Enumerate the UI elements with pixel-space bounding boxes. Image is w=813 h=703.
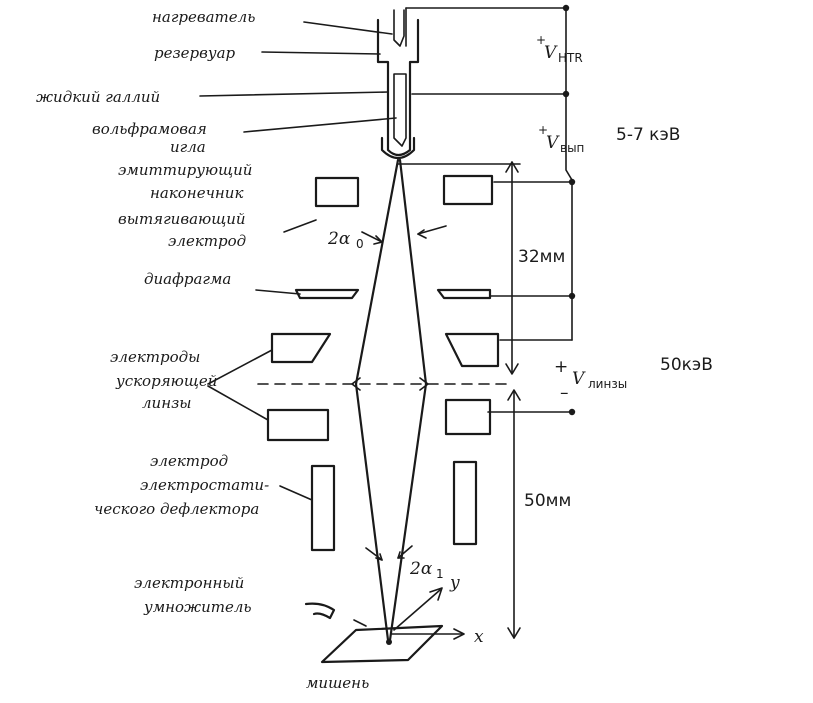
label-reservoir: резервуар (154, 44, 236, 62)
v-ext-symbol: V (546, 133, 560, 153)
label-heater: нагреватель (152, 8, 255, 26)
deflector-electrode-right (452, 460, 478, 546)
leader-heater (303, 21, 393, 35)
leader-reservoir (261, 51, 381, 55)
v-htr-subscript: HTR (558, 51, 583, 65)
label-emitter-tip-1: эмиттирующий (118, 161, 252, 179)
reservoir-bottom (380, 136, 416, 160)
label-tungsten-needle-1: вольфрамовая (92, 120, 207, 138)
lens-electrode-lower-right (444, 398, 492, 436)
angle-bottom-arrow-right (397, 545, 413, 559)
aperture-left (294, 288, 360, 300)
leader-lens-upper (207, 349, 273, 385)
label-extractor-1: вытягивающий (118, 210, 246, 228)
v-ext-range: 5-7 кэВ (616, 125, 680, 145)
reservoir-body (376, 18, 420, 157)
v-ext-subscript: вып (560, 141, 584, 155)
lens-electrode-lower-left (266, 408, 330, 442)
label-accel-lens-1: электроды (110, 348, 200, 366)
label-deflector-2: электростати- (140, 476, 269, 494)
angle-top-subscript: 0 (356, 237, 364, 251)
leader-gallium (199, 91, 389, 97)
leader-aperture (255, 289, 301, 295)
tungsten-needle (393, 73, 407, 147)
axis-y-arrowhead (429, 587, 443, 601)
v-lens-value: 50кэВ (660, 355, 713, 375)
deflector-electrode-left (310, 464, 336, 552)
angle-bottom-subscript: 1 (436, 567, 444, 581)
label-target: мишень (306, 674, 369, 692)
beam-lens-tick-left (351, 377, 361, 391)
angle-top-arrow-right (417, 225, 447, 235)
leader-lines (199, 21, 397, 501)
supply-rail (405, 4, 576, 416)
extractor-electrode-right (442, 174, 494, 206)
aperture-right (436, 288, 492, 300)
leader-needle (243, 117, 397, 133)
angle-top-arrow-left (361, 231, 383, 243)
label-extractor-2: электрод (168, 232, 246, 250)
v-htr-plus: + (536, 33, 546, 47)
leader-deflector (279, 485, 313, 501)
extractor-electrode-left (314, 176, 360, 208)
rail-node-needle (562, 90, 570, 98)
label-aperture: диафрагма (144, 270, 231, 288)
beam-lens-tick-right (419, 377, 429, 391)
angle-bottom-label: 2α (409, 559, 433, 579)
target-plane (320, 624, 444, 664)
heater-coil (393, 9, 405, 47)
label-multiplier-1: электронный (134, 574, 244, 592)
dim-lower-arrow-top (507, 389, 521, 401)
dim-upper-arrow-bottom (505, 363, 519, 375)
label-emitter-tip-2: наконечник (150, 184, 243, 202)
axis-y-label: y (449, 573, 460, 593)
beam-envelope-left (354, 158, 400, 642)
dim-upper-arrow-top (505, 161, 519, 173)
v-lens-symbol: V (572, 369, 586, 389)
axis-y-line (393, 589, 441, 631)
angle-bottom-arrow-left (365, 547, 383, 561)
v-lens-minus: – (560, 383, 569, 403)
leader-lens-lower (207, 385, 269, 421)
electron-multiplier (304, 602, 336, 620)
rail-node-top (562, 4, 570, 12)
label-deflector-3: ческого дефлектора (94, 500, 259, 518)
v-htr-symbol: V (544, 43, 558, 63)
v-ext-plus: + (538, 123, 548, 137)
beam-focus-point (386, 639, 392, 645)
angle-top-arrowhead-right (417, 229, 427, 239)
ion-source (376, 7, 420, 160)
dim-upper-label: 32мм (518, 247, 565, 267)
dim-lower-label: 50мм (524, 491, 571, 511)
axis-x-label: x (474, 627, 484, 647)
label-deflector-1: электрод (150, 452, 228, 470)
lens-electrode-upper-left (270, 332, 332, 364)
axis-x-arrowhead (453, 628, 465, 640)
axis-y-neg (353, 619, 367, 627)
label-tungsten-needle-2: игла (170, 138, 206, 156)
label-multiplier-2: умножитель (143, 598, 252, 616)
angle-top-label: 2α (327, 229, 351, 249)
label-accel-lens-3: линзы (142, 394, 192, 412)
label-liquid-gallium: жидкий галлий (36, 88, 160, 106)
angle-top-arrowhead-left (373, 235, 383, 245)
v-lens-plus: + (554, 357, 568, 377)
v-lens-subscript: линзы (588, 377, 627, 391)
angle-bottom-arrowhead-right (397, 551, 405, 559)
label-accel-lens-2: ускоряющей (115, 372, 217, 390)
angle-bottom-arrowhead-left (375, 553, 383, 561)
lens-electrode-upper-right (444, 332, 500, 368)
dim-lower-arrow-bottom (507, 627, 521, 639)
leader-extractor (283, 219, 317, 233)
rail-vertical (405, 7, 573, 341)
